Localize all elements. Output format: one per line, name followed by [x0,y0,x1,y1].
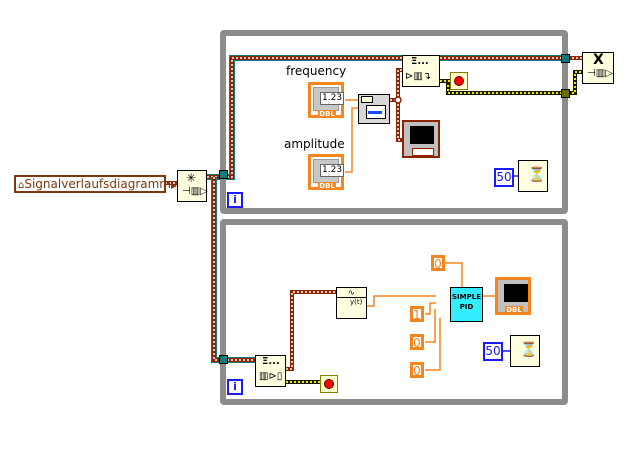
frequency-value: 1.23 [320,92,345,105]
queue-icon: ⊣▥▷ [182,186,208,197]
frequency-control[interactable]: 1.23 DBL [308,82,345,118]
waveform-wire-consumer [286,290,336,371]
amplitude-control[interactable]: 1.23 DBL [308,154,345,190]
queue-refnum-label: Signalverlaufsdiagramm [24,177,171,191]
waveform-tag-icon [412,148,434,156]
graph-screen-icon [410,126,434,144]
dbl-wires-producer [345,99,358,173]
consumer-wait-constant[interactable]: 50 [483,342,503,361]
amplitude-label: amplitude [284,137,345,151]
chart-type-tag: DBL [505,306,523,314]
pid-label-line2: PID [459,303,474,311]
ki-constant[interactable]: 0 [410,334,424,350]
producer-waveform-graph[interactable] [402,120,440,158]
kd-constant[interactable]: 0 [410,362,424,378]
metronome-icon: ⏳ [528,167,546,183]
right-triangle-icon: ▶ [171,181,178,190]
frequency-type: DBL [318,110,336,118]
producer-output-tunnel [561,54,570,63]
producer-stop-button[interactable] [450,72,468,90]
sine-icon: ∿ [337,288,366,298]
dbl-wires-consumer [367,262,497,371]
simple-pid-node[interactable]: SIMPLE PID [450,287,483,322]
queue-refnum-constant[interactable]: ⌂Signalverlaufsdiagramm▶ [14,175,177,193]
setpoint-constant[interactable]: 0 [431,255,445,271]
queue-icon: ▥⊳▯ [259,371,283,382]
queue-icon: ⊣▥▷ [587,68,613,79]
metronome-icon: ⏳ [520,342,538,358]
dequeue-element-icon: Ξ... [262,356,280,367]
release-queue-node[interactable]: X ⊣▥▷ [582,52,614,84]
producer-error-tunnel [561,89,570,98]
simulate-signal-icon [361,96,373,103]
consumer-iteration-terminal: i [227,379,243,395]
consumer-while-loop[interactable] [220,219,568,405]
amplitude-type: DBL [318,182,336,190]
waveform-wire [390,68,402,142]
enqueue-element-icon: Ξ... [411,56,429,67]
consumer-refnum-tunnel [219,355,228,364]
graph-screen-icon [504,284,528,302]
consumer-wait-node[interactable]: ⏳ [510,335,540,367]
kp-constant[interactable]: 1 [410,306,424,322]
producer-wait-constant[interactable]: 50 [494,168,514,187]
frequency-label: frequency [286,64,347,78]
pid-label-line1: SIMPLE [452,293,481,301]
producer-wait-node[interactable]: ⏳ [518,160,548,192]
producer-refnum-tunnel [219,170,228,179]
obtain-queue-icon: ✳ [186,171,197,185]
dequeue-node[interactable]: Ξ... ▥⊳▯ [255,355,286,387]
release-queue-icon: X [593,52,604,68]
simulate-signal-node[interactable] [358,94,390,124]
waveform-thumb-icon [366,105,386,119]
producer-while-loop[interactable] [220,30,568,214]
queue-icon: ⊳▥↴ [405,71,432,82]
consumer-waveform-chart[interactable]: DBL [495,277,531,315]
producer-iteration-terminal: i [227,192,243,208]
extract-waveform-node[interactable]: ∿ y(t) [336,287,367,319]
amplitude-value: 1.23 [320,164,345,177]
consumer-stop-button[interactable] [320,375,338,393]
enqueue-node[interactable]: Ξ... ⊳▥↴ [402,55,440,87]
obtain-queue-node[interactable]: ✳ ⊣▥▷ [177,170,208,202]
home-icon: ⌂ [18,180,25,191]
get-waveform-components-icon: y(t) [350,298,363,306]
